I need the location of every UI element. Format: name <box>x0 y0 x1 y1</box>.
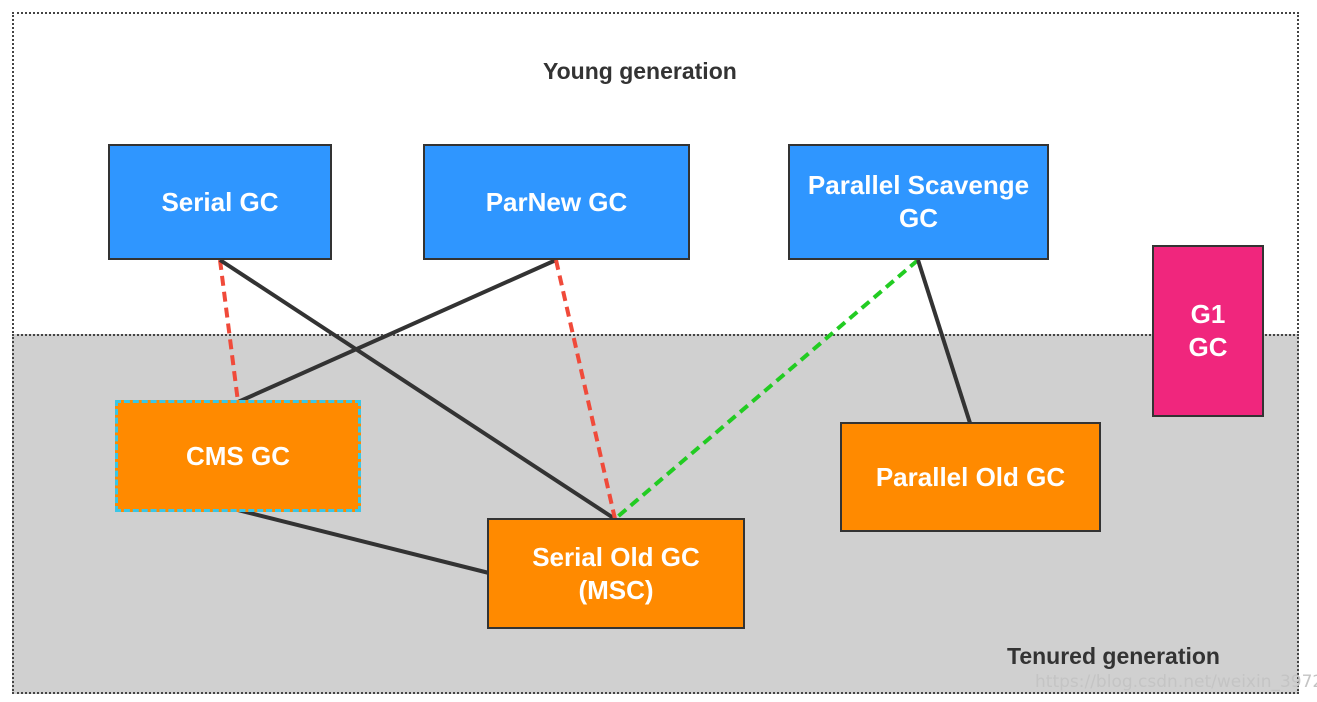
parnew-gc-box: ParNew GC <box>423 144 690 260</box>
tenured-generation-title: Tenured generation <box>1007 643 1220 669</box>
parallel-scavenge-gc-box: Parallel Scavenge GC <box>788 144 1049 260</box>
link-serial-cms <box>218 259 240 403</box>
link-serial-serial-old <box>218 258 617 521</box>
g1-gc-box: G1 GC <box>1152 245 1264 417</box>
young-generation-title: Young generation <box>543 58 737 84</box>
watermark: https://blog.csdn.net/weixin_39724194 <box>1035 672 1317 692</box>
cms-gc-box: CMS GC <box>115 400 361 512</box>
link-cms-serial-old <box>237 508 490 575</box>
link-parallel-scavenge-serial-old <box>613 258 920 521</box>
link-parallel-scavenge-parallel-old <box>916 259 972 424</box>
link-parnew-cms <box>237 258 557 404</box>
serial-gc-box: Serial GC <box>108 144 332 260</box>
parallel-old-gc-box: Parallel Old GC <box>840 422 1101 532</box>
link-parnew-serial-old <box>554 259 617 520</box>
serial-old-gc-box: Serial Old GC (MSC) <box>487 518 745 629</box>
